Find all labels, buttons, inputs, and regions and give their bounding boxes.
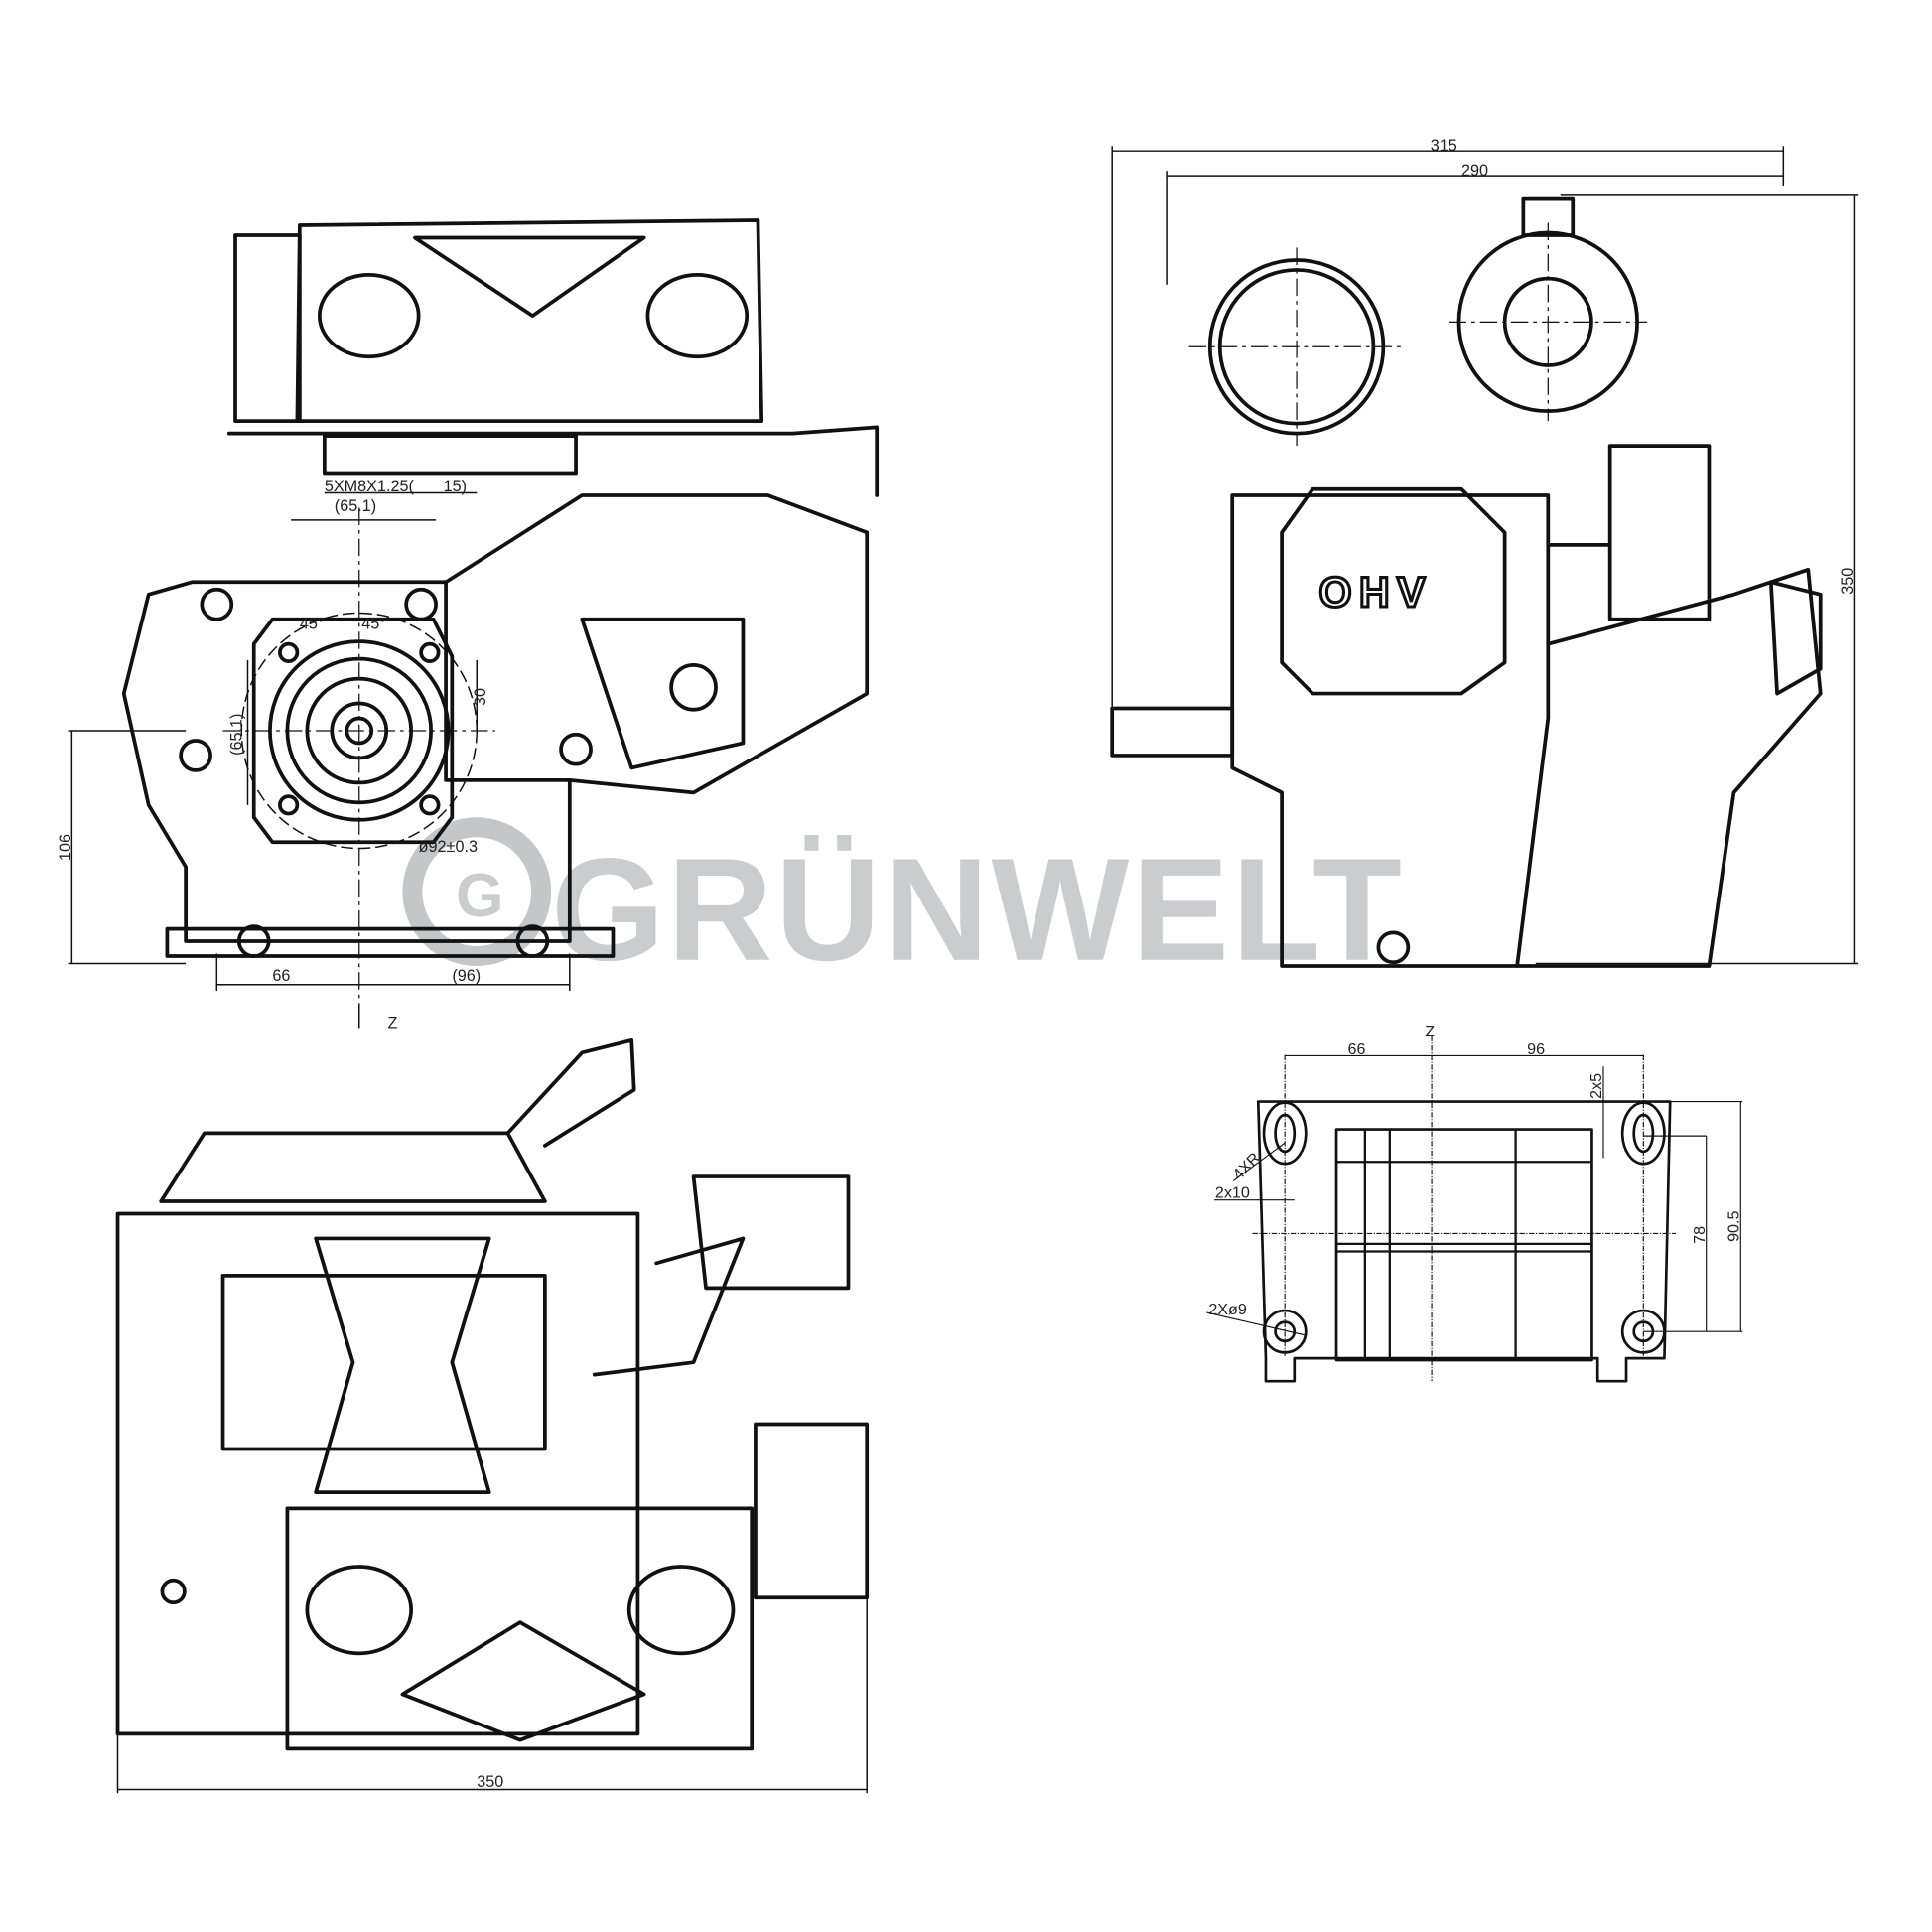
dim-height-ref: (65.1) [227, 714, 245, 756]
view-marker-z: Z [387, 1014, 397, 1032]
angle-right: 45° [361, 616, 386, 633]
watermark: G GRÜNWELT [402, 817, 1404, 992]
base-dim-78: 78 [1691, 1226, 1709, 1244]
dim-offset: 30 [472, 688, 489, 706]
dim-overall-height: 350 [1839, 568, 1857, 595]
bolt-spec: 5XM8X1.25( [325, 478, 415, 495]
base-dim-90-5: 90.5 [1725, 1211, 1742, 1242]
front-view: 66 (96) Z 5XM8X1.25( 15) (65.1) 45° 45° … [57, 218, 880, 1032]
top-view: 350 [115, 1037, 870, 1794]
base-dim-2x5: 2x5 [1587, 1073, 1605, 1099]
base-dim-96: 96 [1527, 1040, 1545, 1058]
pilot-diameter: ø92±0.3 [419, 838, 478, 856]
dim-width-ref: (65.1) [335, 497, 376, 515]
base-dim-2x10: 2x10 [1215, 1184, 1250, 1202]
dim-left-to-center: 66 [272, 967, 290, 985]
ohv-label: OHV [1319, 569, 1433, 616]
watermark-gear-letter: G [456, 862, 506, 930]
base-view: Z 66 96 2x5 4XR 2x10 78 90.5 2Xø9 [1206, 1023, 1742, 1383]
watermark-text: GRÜNWELT [551, 829, 1404, 992]
dim-shaft-height: 106 [57, 834, 74, 861]
angle-left: 45° [300, 616, 325, 633]
dim-overall-width: 315 [1431, 137, 1457, 155]
side-view: OHV 315 290 350 [1110, 137, 1859, 968]
dim-right-to-center: (96) [452, 967, 481, 985]
dim-overall-length: 350 [477, 1773, 503, 1791]
bolt-depth: 15) [444, 478, 467, 495]
base-dim-2x-hole: 2Xø9 [1208, 1301, 1247, 1318]
dim-width-to-shaft: 290 [1461, 162, 1488, 180]
base-dim-66: 66 [1348, 1040, 1366, 1058]
base-title-z: Z [1425, 1023, 1435, 1040]
